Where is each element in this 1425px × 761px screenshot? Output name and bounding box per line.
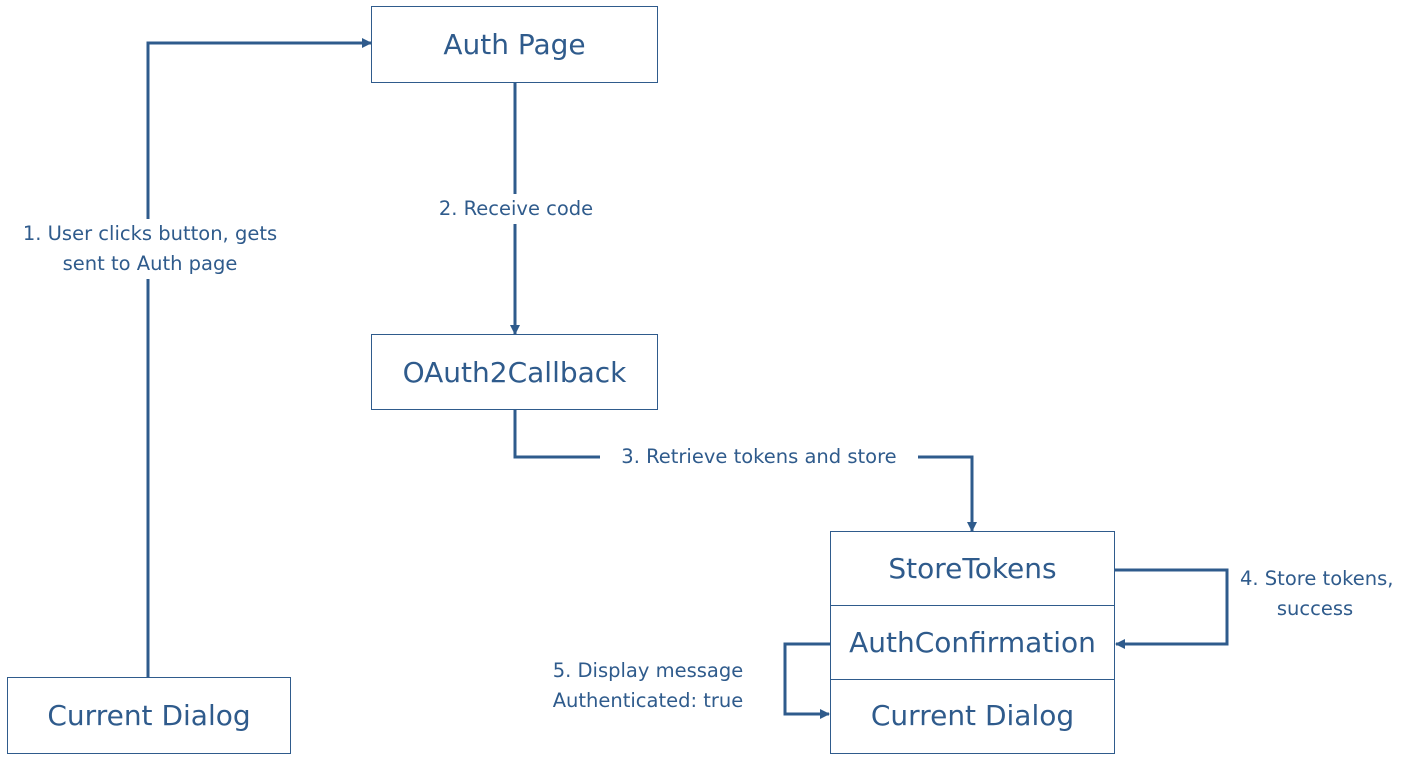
- oauth-callback-node: OAuth2Callback: [371, 334, 658, 410]
- step1-label: 1. User clicks button, gets sent to Auth…: [8, 219, 292, 279]
- edge-step4: [1115, 568, 1229, 649]
- step3-label: 3. Retrieve tokens and store: [600, 442, 918, 472]
- step4-label-line1: 4. Store tokens,: [1240, 567, 1394, 590]
- step1-label-line2: sent to Auth page: [62, 252, 238, 275]
- step2-label: 2. Receive code: [428, 194, 604, 224]
- auth-page-node: Auth Page: [371, 6, 658, 83]
- step1-label-line1: 1. User clicks button, gets: [22, 222, 278, 245]
- step4-label: 4. Store tokens, success: [1240, 564, 1394, 624]
- auth-page-label: Auth Page: [443, 28, 586, 61]
- step5-label-line1: 5. Display message: [552, 659, 744, 682]
- store-tokens-label: StoreTokens: [888, 552, 1057, 586]
- edge-step1: [146, 38, 372, 677]
- current-dialog-cell: Current Dialog: [831, 678, 1114, 752]
- step3-label-text: 3. Retrieve tokens and store: [621, 445, 897, 468]
- current-dialog-node: Current Dialog: [7, 677, 291, 754]
- store-tokens-cell: StoreTokens: [831, 532, 1114, 605]
- oauth-callback-label: OAuth2Callback: [402, 355, 627, 389]
- edge-step5: [783, 642, 830, 719]
- auth-confirmation-label: AuthConfirmation: [849, 625, 1096, 659]
- token-stack-node: StoreTokens AuthConfirmation Current Dia…: [830, 531, 1115, 754]
- step5-label-line2: Authenticated: true: [552, 689, 744, 712]
- auth-confirmation-cell: AuthConfirmation: [831, 605, 1114, 678]
- step4-label-line2: success: [1276, 597, 1354, 620]
- step5-label: 5. Display message Authenticated: true: [528, 656, 768, 716]
- current-dialog-label: Current Dialog: [47, 699, 251, 732]
- step2-label-text: 2. Receive code: [438, 197, 594, 220]
- current-dialog-stack-label: Current Dialog: [870, 699, 1075, 733]
